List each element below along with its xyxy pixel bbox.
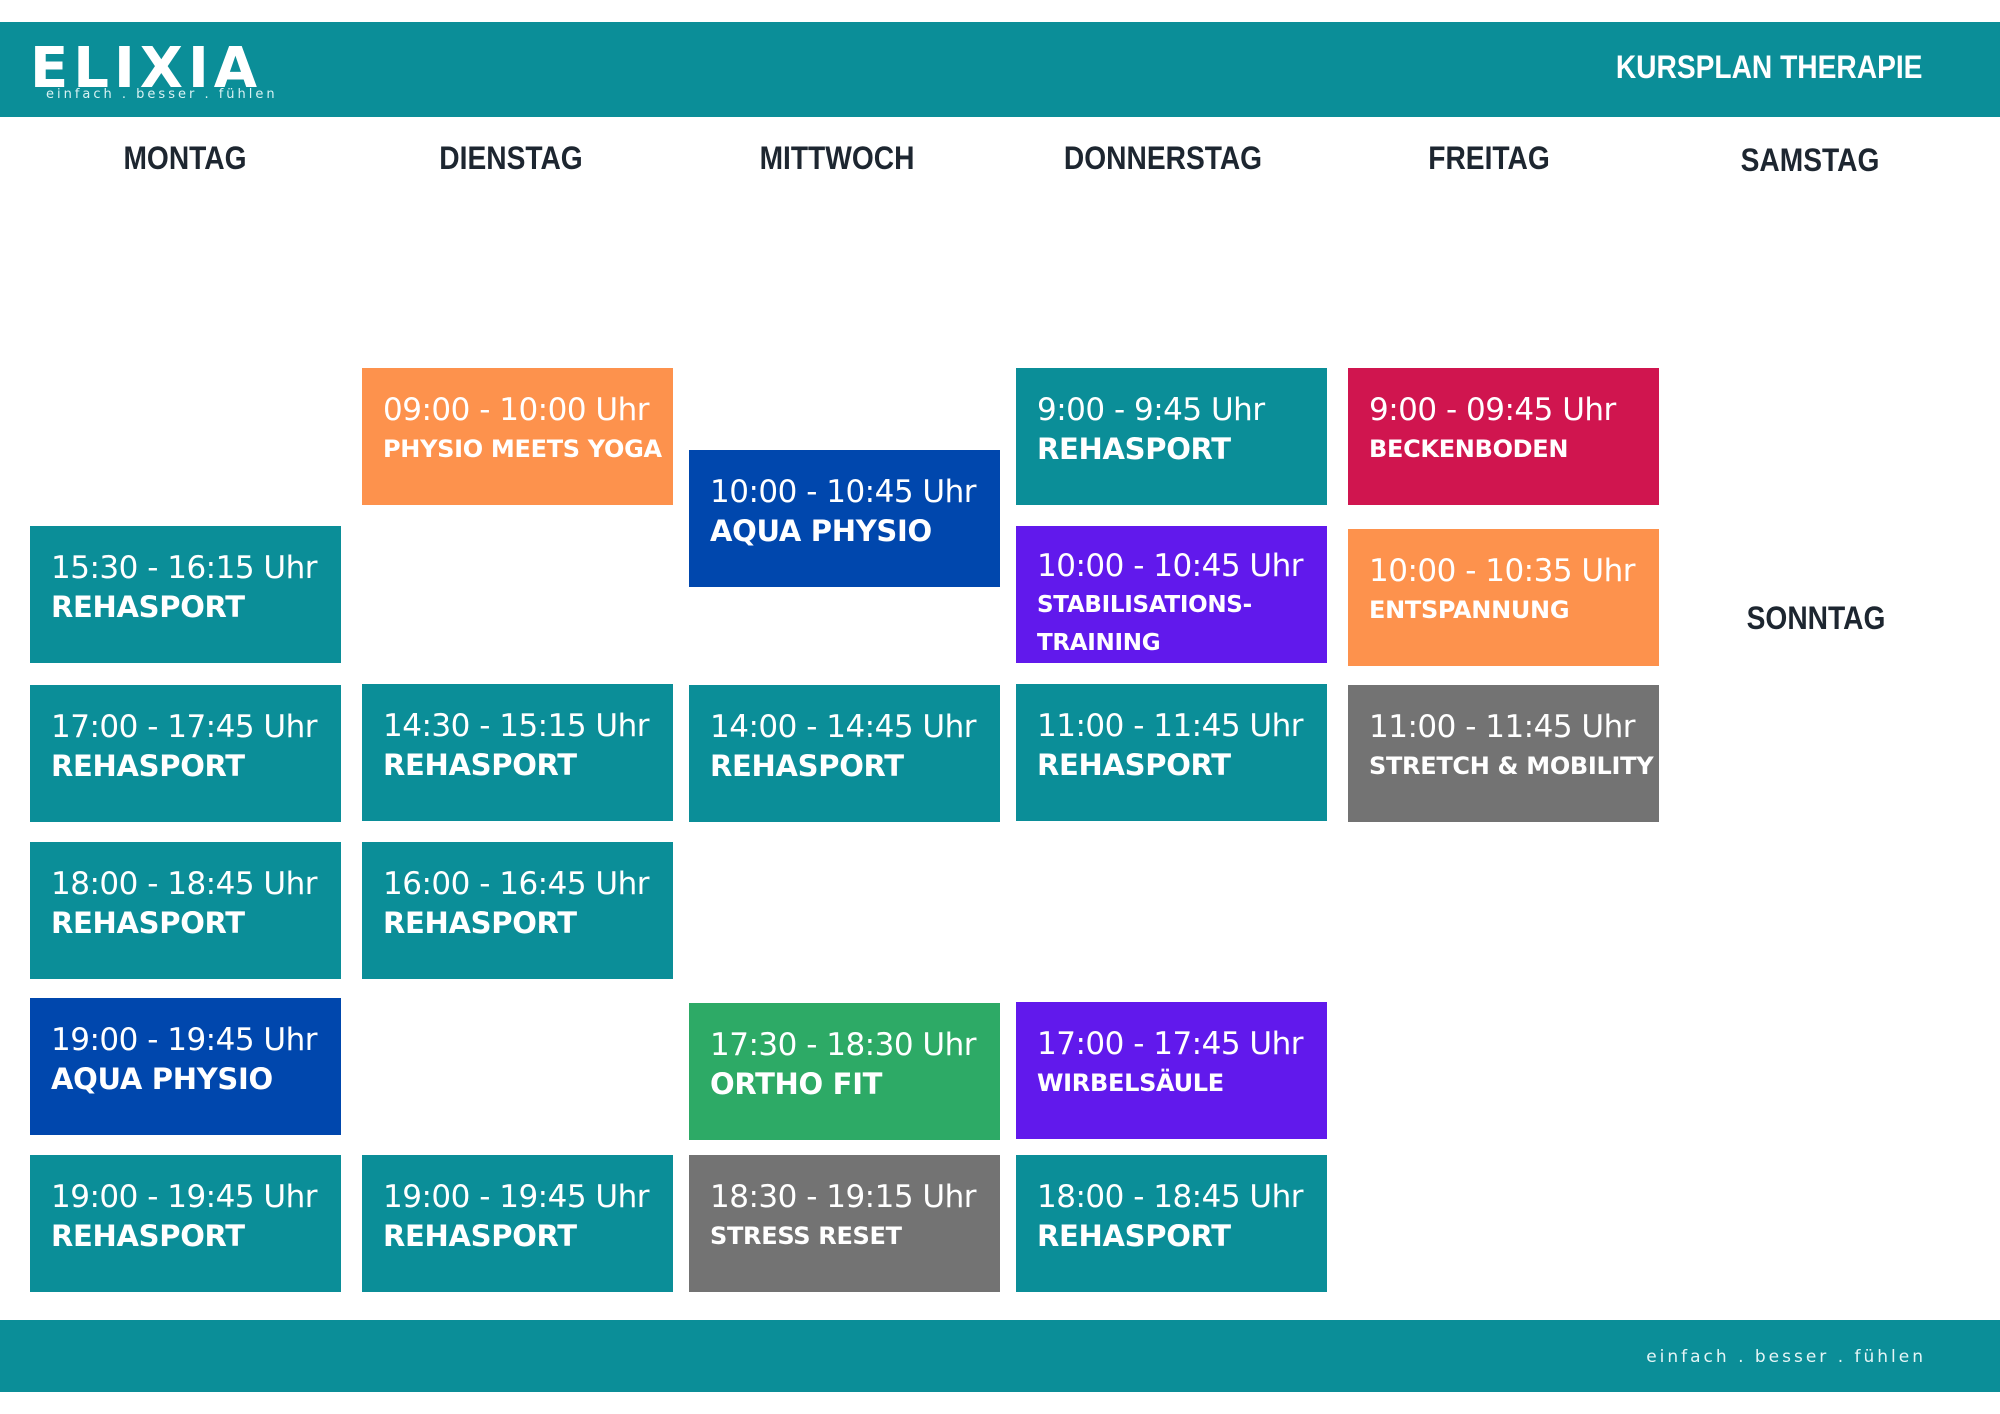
course-name: STRESS RESET: [710, 1222, 902, 1250]
course-name: REHASPORT: [1037, 1219, 1231, 1253]
course-time: 15:30 - 16:15 Uhr: [51, 550, 318, 586]
course-card: 09:00 - 10:00 Uhr PHYSIO MEETS YOGA: [362, 368, 673, 505]
footer-tagline: einfach . besser . fühlen: [1646, 1347, 1926, 1367]
course-name: REHASPORT: [51, 749, 245, 783]
course-time: 10:00 - 10:45 Uhr: [710, 474, 977, 510]
course-name: REHASPORT: [383, 1219, 577, 1253]
logo-tagline: einfach . besser . fühlen: [46, 87, 278, 102]
course-time: 16:00 - 16:45 Uhr: [383, 866, 650, 902]
course-time: 09:00 - 10:00 Uhr: [383, 392, 650, 428]
course-time: 18:00 - 18:45 Uhr: [51, 866, 318, 902]
course-name: PHYSIO MEETS YOGA: [383, 435, 662, 463]
course-time: 17:00 - 17:45 Uhr: [51, 709, 318, 745]
course-card: 14:00 - 14:45 Uhr REHASPORT: [689, 685, 1000, 822]
course-card: 11:00 - 11:45 Uhr REHASPORT: [1016, 684, 1327, 821]
course-card: 17:00 - 17:45 Uhr REHASPORT: [30, 685, 341, 822]
course-time: 19:00 - 19:45 Uhr: [51, 1022, 318, 1058]
course-time: 14:30 - 15:15 Uhr: [383, 708, 650, 744]
course-card: 19:00 - 19:45 Uhr AQUA PHYSIO: [30, 998, 341, 1135]
course-time: 17:00 - 17:45 Uhr: [1037, 1026, 1304, 1062]
course-card: 10:00 - 10:45 Uhr STABILISATIONS-TRAININ…: [1016, 526, 1327, 663]
day-heading-dienstag: DIENSTAG: [439, 140, 583, 176]
course-name: REHASPORT: [383, 906, 577, 940]
course-time: 18:00 - 18:45 Uhr: [1037, 1179, 1304, 1215]
course-time: 9:00 - 09:45 Uhr: [1369, 392, 1616, 428]
course-time: 19:00 - 19:45 Uhr: [383, 1179, 650, 1215]
day-heading-samstag: SAMSTAG: [1740, 142, 1880, 178]
course-card: 10:00 - 10:35 Uhr ENTSPANNUNG: [1348, 529, 1659, 666]
course-time: 18:30 - 19:15 Uhr: [710, 1179, 977, 1215]
course-time: 14:00 - 14:45 Uhr: [710, 709, 977, 745]
course-card: 9:00 - 9:45 Uhr REHASPORT: [1016, 368, 1327, 505]
course-card: 11:00 - 11:45 Uhr STRETCH & MOBILITY: [1348, 685, 1659, 822]
course-name: REHASPORT: [1037, 748, 1231, 782]
course-card: 17:00 - 17:45 Uhr WIRBELSÄULE: [1016, 1002, 1327, 1139]
course-name: WIRBELSÄULE: [1037, 1069, 1224, 1097]
day-heading-donnerstag: DONNERSTAG: [1063, 140, 1263, 176]
page-title: KURSPLAN THERAPIE: [1615, 49, 1922, 85]
course-name: REHASPORT: [710, 749, 904, 783]
course-name: REHASPORT: [51, 590, 245, 624]
course-card: 14:30 - 15:15 Uhr REHASPORT: [362, 684, 673, 821]
course-card: 18:30 - 19:15 Uhr STRESS RESET: [689, 1155, 1000, 1292]
header-bar: ELIXIA einfach . besser . fühlen KURSPLA…: [0, 22, 2000, 117]
course-name: REHASPORT: [383, 748, 577, 782]
course-name: REHASPORT: [1037, 432, 1231, 466]
course-card: 18:00 - 18:45 Uhr REHASPORT: [30, 842, 341, 979]
course-time: 10:00 - 10:35 Uhr: [1369, 553, 1636, 589]
day-heading-montag: MONTAG: [123, 140, 247, 176]
course-card: 17:30 - 18:30 Uhr ORTHO FIT: [689, 1003, 1000, 1140]
course-card: 19:00 - 19:45 Uhr REHASPORT: [30, 1155, 341, 1292]
course-card: 16:00 - 16:45 Uhr REHASPORT: [362, 842, 673, 979]
day-heading-mittwoch: MITTWOCH: [759, 140, 915, 176]
day-heading-sonntag: SONNTAG: [1746, 600, 1886, 636]
course-name: REHASPORT: [51, 1219, 245, 1253]
elixia-logo: ELIXIA: [30, 36, 263, 101]
course-name: AQUA PHYSIO: [51, 1062, 273, 1096]
course-name: BECKENBODEN: [1369, 435, 1569, 463]
day-heading-freitag: FREITAG: [1428, 140, 1550, 176]
course-time: 9:00 - 9:45 Uhr: [1037, 392, 1265, 428]
course-name: STRETCH & MOBILITY: [1369, 752, 1654, 780]
course-card: 15:30 - 16:15 Uhr REHASPORT: [30, 526, 341, 663]
course-name: REHASPORT: [51, 906, 245, 940]
course-time: 10:00 - 10:45 Uhr: [1037, 548, 1304, 584]
course-name: STABILISATIONS-TRAINING: [1037, 592, 1252, 656]
course-time: 19:00 - 19:45 Uhr: [51, 1179, 318, 1215]
course-time: 11:00 - 11:45 Uhr: [1369, 709, 1636, 745]
footer-bar: einfach . besser . fühlen: [0, 1320, 2000, 1392]
course-name: ORTHO FIT: [710, 1067, 883, 1101]
course-card: 18:00 - 18:45 Uhr REHASPORT: [1016, 1155, 1327, 1292]
course-name: ENTSPANNUNG: [1369, 596, 1570, 624]
course-time: 11:00 - 11:45 Uhr: [1037, 708, 1304, 744]
course-card: 19:00 - 19:45 Uhr REHASPORT: [362, 1155, 673, 1292]
course-time: 17:30 - 18:30 Uhr: [710, 1027, 977, 1063]
course-name: AQUA PHYSIO: [710, 514, 932, 548]
course-card: 10:00 - 10:45 Uhr AQUA PHYSIO: [689, 450, 1000, 587]
course-card: 9:00 - 09:45 Uhr BECKENBODEN: [1348, 368, 1659, 505]
